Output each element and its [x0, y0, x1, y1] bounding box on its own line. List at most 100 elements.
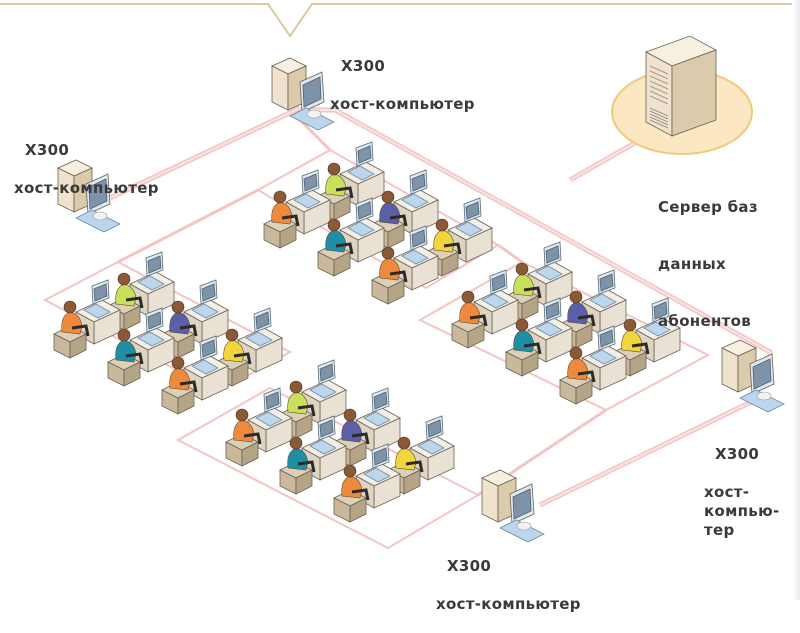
workstation-screen — [427, 419, 442, 438]
seat-side — [467, 323, 485, 349]
host-top-model: X300 — [341, 57, 386, 75]
seat-side — [241, 441, 259, 467]
operator-head — [569, 346, 583, 360]
page-edge-shadow — [792, 0, 800, 600]
server-drive-slot — [649, 80, 669, 90]
workstation-screen — [93, 283, 108, 302]
server-vent — [649, 107, 669, 117]
host-computers — [57, 57, 785, 543]
operator-legs — [523, 342, 542, 355]
operator-head — [63, 300, 77, 314]
operator-legs — [71, 324, 90, 337]
host-bottom-role: хост-компьютер — [436, 595, 581, 613]
host-left-model: X300 — [25, 141, 70, 159]
cluster-top-workstation-4 — [263, 169, 331, 249]
workstation-screen — [599, 329, 614, 348]
host-mouse — [306, 109, 322, 119]
operator-head — [327, 218, 341, 232]
operator-legs — [443, 242, 462, 255]
workstation-screen — [411, 173, 426, 192]
seat-side — [295, 469, 313, 495]
cluster-right-workstation-1 — [505, 241, 573, 321]
workstation-keyboard — [137, 275, 165, 291]
cluster-bottom-workstation-5 — [279, 415, 347, 495]
cable-cluster-top-to-right — [497, 243, 523, 264]
seat-side — [349, 497, 367, 523]
server-drive-slot — [649, 75, 669, 85]
cluster-bottom-workstation-4 — [225, 387, 293, 467]
server-drive-slot — [649, 85, 669, 95]
operator-legs — [179, 324, 198, 337]
workstation-keyboard — [417, 439, 445, 455]
seat-side — [441, 251, 459, 277]
host-mouse — [516, 521, 532, 531]
server-drive-slot — [649, 65, 669, 75]
host-monitor-screen — [88, 178, 108, 210]
workstation-screen — [653, 301, 668, 320]
operator-legs — [469, 314, 488, 327]
server-vent — [649, 113, 669, 123]
operator-legs — [335, 242, 354, 255]
workstation-keyboard — [191, 303, 219, 319]
workstation-keyboard — [309, 439, 337, 455]
cable-server-branch-inner — [569, 139, 641, 181]
host-top-role: хост-компьютер — [330, 95, 475, 113]
seat-side — [333, 195, 351, 221]
workstation-screen — [373, 447, 388, 466]
cluster-right-workstation-5 — [505, 297, 573, 377]
host-right-computer — [721, 339, 785, 413]
cluster-top-workstation-5 — [317, 197, 385, 277]
workstation-keyboard — [481, 293, 509, 309]
operator-head — [171, 356, 185, 370]
host-left-computer — [57, 159, 121, 233]
operator-head — [397, 436, 411, 450]
workstation-keyboard — [191, 359, 219, 375]
host-bottom-computer — [481, 469, 545, 543]
server-drive-slot — [649, 90, 669, 100]
operator-legs — [523, 286, 542, 299]
host-keyboard — [739, 389, 785, 413]
host-mouse — [756, 391, 772, 401]
workstation-keyboard — [363, 411, 391, 427]
workstation-keyboard — [309, 383, 337, 399]
workstation-screen — [411, 229, 426, 248]
workstation-keyboard — [83, 303, 111, 319]
host-case-front — [481, 477, 499, 523]
workstation-screen — [599, 273, 614, 292]
server-label: Сервер баз данных абонентов — [658, 160, 758, 350]
seat-side — [231, 361, 249, 387]
cluster-left-workstation-6 — [161, 335, 229, 415]
operator-legs — [125, 296, 144, 309]
workstation-keyboard — [137, 331, 165, 347]
cluster-left-workstation-4 — [53, 279, 121, 359]
seat-side — [387, 223, 405, 249]
operator-head — [117, 272, 131, 286]
host-right-role: хост- компью- тер — [704, 483, 780, 539]
operator-head — [381, 190, 395, 204]
workstation-screen — [357, 201, 372, 220]
operator-legs — [297, 460, 316, 473]
workstation-screen — [373, 391, 388, 410]
cluster-right-frame — [417, 260, 711, 412]
workstation-keyboard — [293, 193, 321, 209]
host-bottom-model: X300 — [447, 557, 492, 575]
cluster-top-workstation-6 — [371, 225, 439, 305]
workstation-keyboard — [347, 165, 375, 181]
workstation-screen — [201, 339, 216, 358]
workstation-keyboard — [589, 293, 617, 309]
host-monitor-screen — [512, 488, 532, 520]
seat-side — [349, 441, 367, 467]
host-right-model: X300 — [715, 445, 760, 463]
cluster-right-workstation-4 — [451, 269, 519, 349]
operator-legs — [577, 314, 596, 327]
network-diagram — [0, 3, 800, 550]
seat-side — [575, 379, 593, 405]
host-monitor-screen — [752, 358, 772, 390]
workstation-keyboard — [535, 321, 563, 337]
operator-head — [381, 246, 395, 260]
host-left-role: хост-компьютер — [14, 179, 159, 197]
seat-side — [521, 351, 539, 377]
workstation-screen — [491, 273, 506, 292]
workstation-keyboard — [455, 221, 483, 237]
operator-legs — [577, 370, 596, 383]
